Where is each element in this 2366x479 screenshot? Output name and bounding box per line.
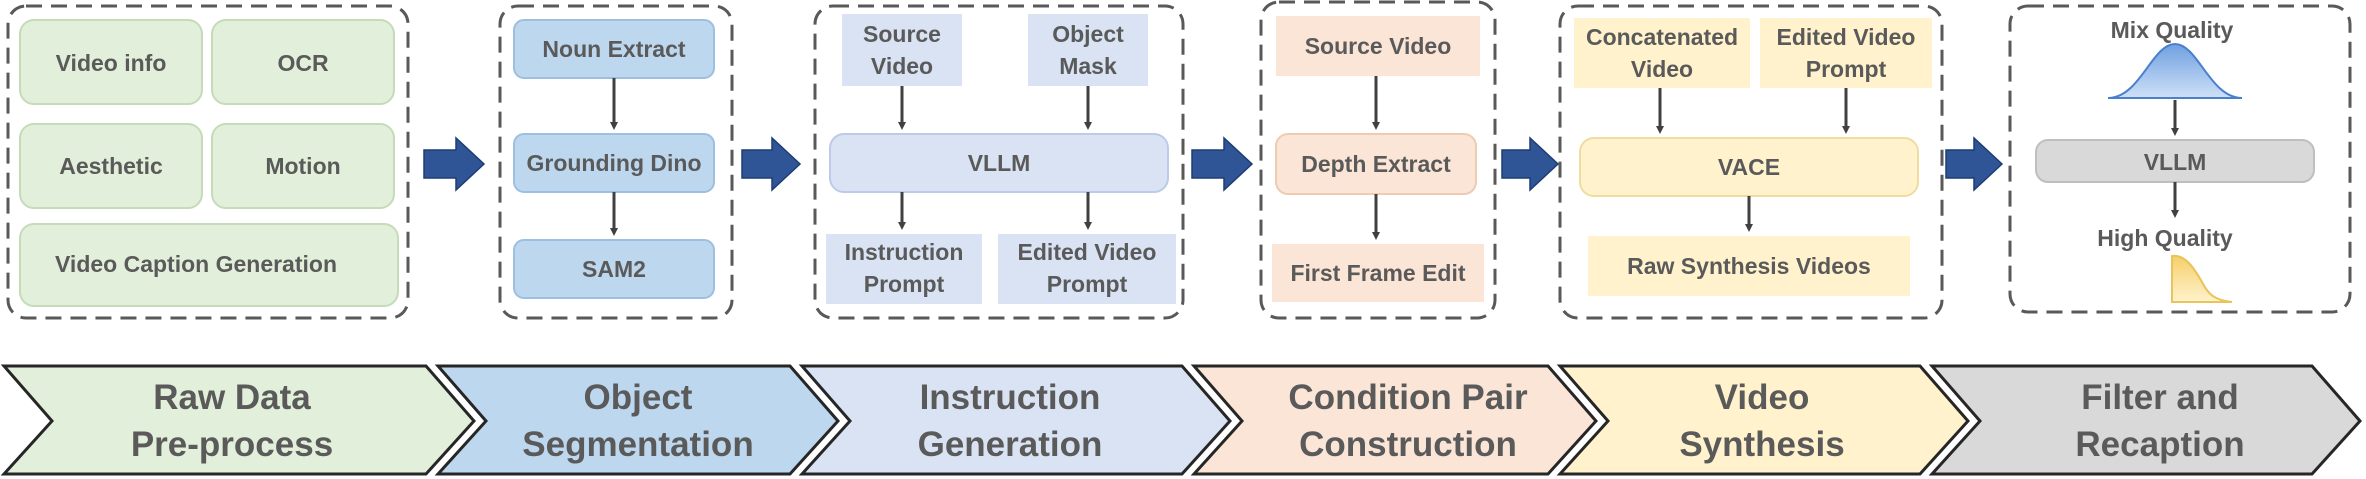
- stage2-title-1: Object: [584, 378, 693, 417]
- high-quality-bell-icon: [2171, 254, 2233, 303]
- edited-video-prompt-box-s5: [1760, 18, 1932, 88]
- sam2-box: [513, 239, 715, 299]
- connector-arrow-1: [423, 136, 486, 192]
- stage6-chevron: [1928, 364, 2363, 476]
- motion-label: Motion: [265, 153, 340, 179]
- stage5-chevron: [1556, 364, 1971, 476]
- edited-video-prompt-s5-label-2: Prompt: [1806, 56, 1887, 82]
- instruction-prompt-box: [826, 234, 982, 304]
- connector-arrow-2: [741, 136, 802, 192]
- first-frame-edit-label: First Frame Edit: [1290, 260, 1465, 286]
- stage4-panel: [1259, 0, 1497, 320]
- stage1-panel: [6, 4, 410, 320]
- vace-label: VACE: [1718, 154, 1780, 180]
- object-mask-label-2: Mask: [1059, 53, 1117, 79]
- stage4-title-1: Condition Pair: [1288, 378, 1528, 417]
- high-quality-label: High Quality: [2097, 225, 2233, 251]
- noun-extract-label: Noun Extract: [542, 36, 685, 62]
- edited-video-prompt-label-1: Edited Video: [1018, 239, 1157, 265]
- sam2-label: SAM2: [582, 256, 646, 282]
- stage3-chevron: [798, 364, 1233, 476]
- first-frame-edit-box: [1272, 244, 1484, 302]
- source-video-label-s4: Source Video: [1305, 33, 1452, 59]
- stage4-title-2: Construction: [1299, 425, 1517, 464]
- source-video-box-s4: [1276, 16, 1480, 76]
- connector-arrow-5: [1945, 136, 2004, 192]
- mix-quality-label: Mix Quality: [2111, 17, 2234, 43]
- stage3-panel: [813, 4, 1185, 320]
- object-mask-box: [1028, 14, 1148, 86]
- connector-arrow-3: [1191, 136, 1254, 192]
- raw-synthesis-videos-box: [1588, 236, 1910, 296]
- source-video-label-1: Source: [863, 21, 941, 47]
- source-video-box: [842, 14, 962, 86]
- stage6-title-1: Filter and: [2081, 378, 2239, 417]
- instruction-prompt-label-2: Prompt: [864, 271, 945, 297]
- source-video-label-2: Video: [871, 53, 933, 79]
- stage6-panel: [2008, 4, 2352, 314]
- stage2-chevron: [434, 364, 841, 476]
- aesthetic-box: [19, 123, 203, 209]
- stage3-title-1: Instruction: [920, 378, 1101, 417]
- concatenated-video-label-1: Concatenated: [1586, 24, 1738, 50]
- stage1-title-2: Pre-process: [131, 425, 333, 464]
- vllm-box-s3: [829, 133, 1169, 193]
- concatenated-video-label-2: Video: [1631, 56, 1693, 82]
- stage4-chevron: [1190, 364, 1599, 476]
- raw-synthesis-videos-label: Raw Synthesis Videos: [1627, 253, 1871, 279]
- concatenated-video-box: [1574, 18, 1750, 88]
- video-caption-box: [19, 223, 399, 307]
- grounding-dino-label: Grounding Dino: [526, 150, 701, 176]
- edited-video-prompt-s5-label-1: Edited Video: [1777, 24, 1916, 50]
- ocr-label: OCR: [277, 50, 329, 76]
- ocr-box: [211, 19, 395, 105]
- object-mask-label-1: Object: [1052, 21, 1124, 47]
- edited-video-prompt-label-2: Prompt: [1047, 271, 1128, 297]
- motion-box: [211, 123, 395, 209]
- video-info-box: [19, 19, 203, 105]
- connector-arrow-4: [1501, 136, 1560, 192]
- video-caption-label: Video Caption Generation: [55, 251, 337, 277]
- stage2-title-2: Segmentation: [522, 425, 753, 464]
- video-info-label: Video info: [56, 50, 167, 76]
- stage2-panel: [498, 4, 734, 320]
- instruction-prompt-label-1: Instruction: [845, 239, 964, 265]
- stage6-title-2: Recaption: [2075, 425, 2244, 464]
- aesthetic-label: Aesthetic: [59, 153, 163, 179]
- stage3-title-2: Generation: [918, 425, 1103, 464]
- edited-video-prompt-box-s3: [998, 234, 1176, 304]
- stage1-title-1: Raw Data: [153, 378, 311, 417]
- vllm-label-s6: VLLM: [2144, 149, 2207, 175]
- stage5-title-2: Synthesis: [1679, 425, 1844, 464]
- stage5-title-1: Video: [1715, 378, 1810, 417]
- depth-extract-label: Depth Extract: [1301, 151, 1451, 177]
- mix-quality-bell-icon: [2107, 42, 2243, 99]
- vllm-label-s3: VLLM: [968, 150, 1031, 176]
- stage1-chevron: [0, 364, 477, 476]
- stage5-panel: [1558, 4, 1944, 320]
